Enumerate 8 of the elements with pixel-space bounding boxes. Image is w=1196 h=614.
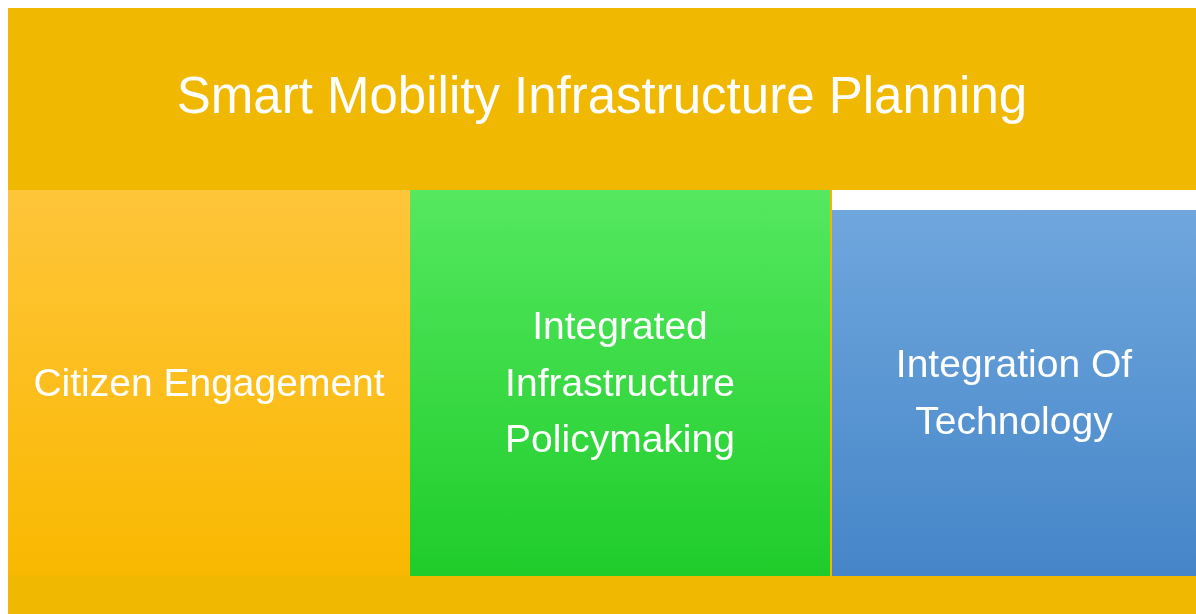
title-text: Smart Mobility Infrastructure Planning: [175, 66, 1029, 125]
category-panel: [8, 190, 410, 576]
header-band: [8, 8, 1196, 614]
category-label: Integrated Infrastructure Policymaking: [504, 303, 736, 463]
category-panel: [832, 210, 1196, 576]
category-label: Citizen Engagement: [32, 359, 386, 406]
category-label: Integration Of Technology: [894, 341, 1134, 444]
category-panel: [410, 190, 830, 576]
